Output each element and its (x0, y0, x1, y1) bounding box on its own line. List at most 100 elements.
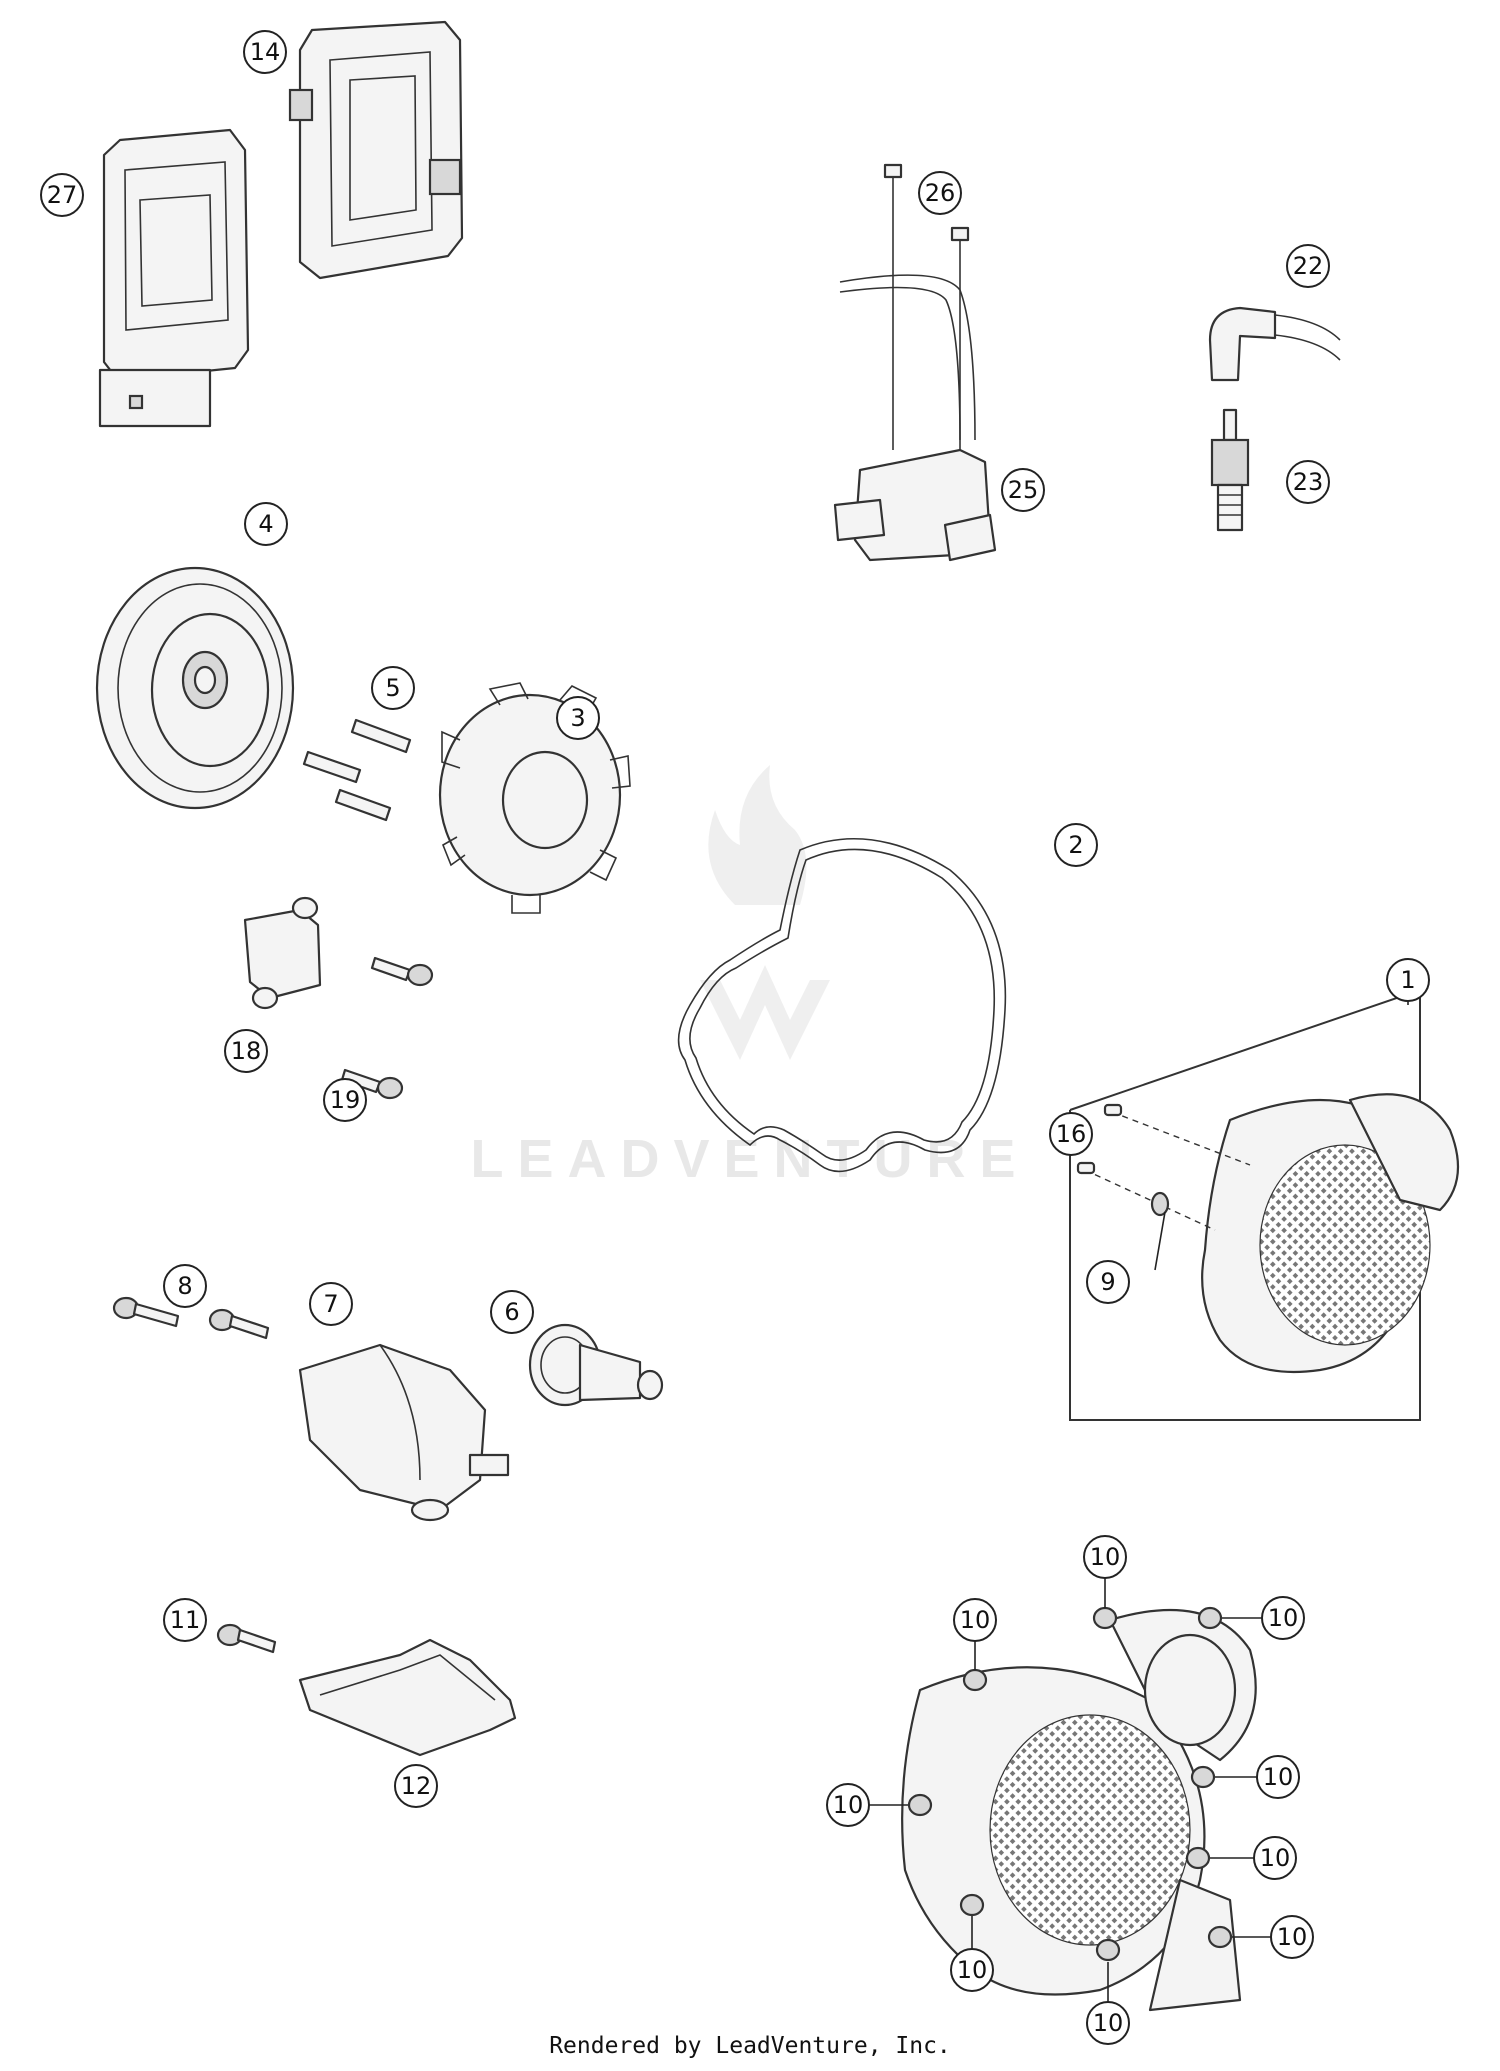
callout-16: 16 (1049, 1112, 1093, 1156)
callout-label: 7 (323, 1290, 338, 1318)
callout-circle (1270, 1915, 1314, 1959)
callout-26: 26 (918, 171, 962, 215)
spark-plug-23 (1210, 408, 1250, 532)
callout-label: 5 (385, 674, 400, 702)
starter-drive-6 (528, 1323, 664, 1407)
ignition-cover-assembly-1 (1069, 988, 1460, 1421)
callout-label: 25 (1008, 476, 1039, 504)
callout-circle (1086, 2001, 1130, 2045)
callout-12: 12 (394, 1764, 438, 1808)
callout-circle (163, 1264, 207, 1308)
callout-label: 19 (330, 1086, 361, 1114)
callout-label: 10 (833, 1791, 864, 1819)
callout-label: 10 (1093, 2009, 1124, 2037)
callout-label: 6 (504, 1298, 519, 1326)
callout-circle (1256, 1755, 1300, 1799)
v-logo-icon (700, 965, 830, 1060)
callout-circle (394, 1764, 438, 1808)
callout-10a: 10 (953, 1598, 997, 1642)
callout-9: 9 (1086, 1260, 1130, 1304)
callout-circle (1083, 1535, 1127, 1579)
callout-8: 8 (163, 1264, 207, 1308)
callout-circle (826, 1783, 870, 1827)
callout-7: 7 (309, 1282, 353, 1326)
callout-14: 14 (243, 30, 287, 74)
callout-10e: 10 (826, 1783, 870, 1827)
callout-label: 11 (170, 1606, 201, 1634)
callout-25: 25 (1001, 468, 1045, 512)
callout-label: 27 (47, 181, 78, 209)
callout-circle (556, 696, 600, 740)
callout-circle (163, 1598, 207, 1642)
callout-circle (244, 502, 288, 546)
callout-label: 10 (1277, 1923, 1308, 1951)
callout-22: 22 (1286, 244, 1330, 288)
callout-10g: 10 (950, 1948, 994, 1992)
ignition-cover-10 (901, 1608, 1257, 2012)
cover-dowel-16 (1076, 1103, 1251, 1231)
callout-23: 23 (1286, 460, 1330, 504)
starter-motor-7 (298, 1343, 510, 1522)
callout-1: 1 (1386, 958, 1430, 1002)
callout-circle (309, 1282, 353, 1326)
callout-circle (371, 666, 415, 710)
callout-circle (1086, 1260, 1130, 1304)
callout-label: 9 (1100, 1268, 1115, 1296)
callout-circle (1049, 1112, 1093, 1156)
callout-circle (953, 1598, 997, 1642)
cover-screws-10 (907, 1606, 1233, 1962)
callout-10c: 10 (1261, 1596, 1305, 1640)
ignition-coil-25 (833, 163, 997, 562)
callout-circle (243, 30, 287, 74)
callout-layer: 14 27 26 22 23 25 4 5 3 2 1 16 9 18 19 8 7 6 11 12 10 10 10 10 1… (40, 30, 1430, 2045)
leader-lines (868, 990, 1409, 2003)
callout-5: 5 (371, 666, 415, 710)
callout-label: 3 (570, 704, 585, 732)
ecu-unit-14 (288, 20, 464, 280)
sensor-bolt-19 (340, 956, 434, 1100)
stator-3 (438, 682, 631, 914)
protection-guard-12 (298, 1638, 517, 1757)
callout-label: 10 (1090, 1543, 1121, 1571)
callout-19: 19 (323, 1078, 367, 1122)
callout-circle (1261, 1596, 1305, 1640)
callout-circle (40, 173, 84, 217)
callout-11: 11 (163, 1598, 207, 1642)
callout-10i: 10 (1086, 2001, 1130, 2045)
callout-3: 3 (556, 696, 600, 740)
callout-label: 2 (1068, 831, 1083, 859)
callout-10h: 10 (1270, 1915, 1314, 1959)
callout-circle (950, 1948, 994, 1992)
callout-circle (1386, 958, 1430, 1002)
gasket-2 (677, 837, 1007, 1173)
leadventure-watermark: LEADVENTURE (470, 765, 1029, 1189)
callout-10b: 10 (1083, 1535, 1127, 1579)
callout-label: 10 (1260, 1844, 1291, 1872)
callout-label: 4 (258, 510, 273, 538)
cover-washer-9 (1150, 1191, 1170, 1217)
callout-6: 6 (490, 1290, 534, 1334)
callout-circle (1054, 823, 1098, 867)
watermark-text: LEADVENTURE (470, 1129, 1029, 1189)
callout-label: 10 (957, 1956, 988, 1984)
callout-18: 18 (224, 1029, 268, 1073)
callout-circle (1253, 1836, 1297, 1880)
callout-circle (1001, 468, 1045, 512)
callout-label: 8 (177, 1272, 192, 1300)
callout-10f: 10 (1253, 1836, 1297, 1880)
callout-label: 16 (1056, 1120, 1087, 1148)
control-unit-27 (98, 128, 250, 428)
callout-label: 10 (960, 1606, 991, 1634)
callout-circle (1286, 460, 1330, 504)
callout-label: 22 (1293, 252, 1324, 280)
starter-bolts-8 (112, 1296, 270, 1340)
flywheel-rotor-4 (95, 566, 295, 810)
callout-label: 26 (925, 179, 956, 207)
callout-label: 12 (401, 1772, 432, 1800)
callout-circle (490, 1290, 534, 1334)
callout-circle (918, 171, 962, 215)
callout-4: 4 (244, 502, 288, 546)
guard-bolt-11 (216, 1623, 277, 1654)
callout-2: 2 (1054, 823, 1098, 867)
